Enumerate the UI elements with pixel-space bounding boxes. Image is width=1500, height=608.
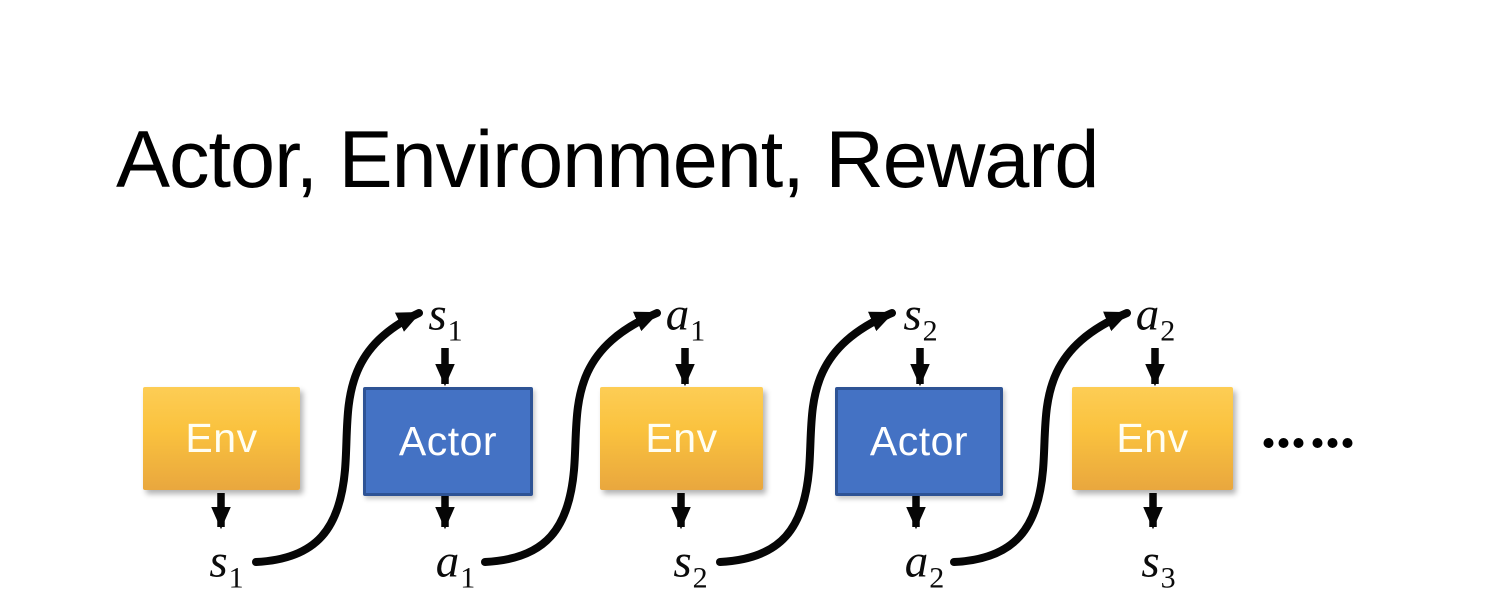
label-base: s (673, 535, 692, 588)
label-base: a (435, 535, 460, 588)
label-base: a (665, 288, 690, 341)
label-subscript: 1 (690, 314, 706, 348)
feedback-curve-arrow-s1 (252, 309, 423, 566)
slide-title: Actor, Environment, Reward (116, 115, 1099, 205)
box-label: Env (645, 415, 718, 461)
feedback-curve-arrow-a1 (481, 309, 661, 566)
bottom-label-s1: s1 (209, 535, 243, 593)
ellipsis-dot (1278, 438, 1289, 448)
label-subscript: 2 (692, 561, 708, 595)
label-subscript: 1 (460, 561, 476, 595)
actor-box-actor-1: Actor (363, 387, 533, 496)
top-label-a2: a2 (1135, 288, 1176, 346)
label-subscript: 2 (922, 314, 938, 348)
box-label: Actor (398, 418, 498, 464)
env-box-env-3: Env (1072, 387, 1233, 490)
ellipsis-dot (1293, 438, 1304, 448)
bottom-label-s2: s2 (673, 535, 707, 593)
bottom-label-s3: s3 (1141, 535, 1175, 593)
top-label-s1: s1 (428, 288, 462, 346)
label-subscript: 2 (929, 561, 945, 595)
label-base: s (1141, 535, 1160, 588)
label-base: a (1135, 288, 1160, 341)
feedback-curve-arrow-s2 (716, 309, 896, 566)
ellipsis-dot (1312, 438, 1323, 448)
label-base: s (903, 288, 922, 341)
top-label-s2: s2 (903, 288, 937, 346)
box-label: Actor (869, 418, 969, 464)
ellipsis-dots (1263, 438, 1353, 448)
label-subscript: 2 (1160, 314, 1176, 348)
label-subscript: 1 (447, 314, 463, 348)
actor-box-actor-2: Actor (835, 387, 1003, 496)
ellipsis-dot (1342, 438, 1353, 448)
label-base: a (904, 535, 929, 588)
env-box-env-1: Env (143, 387, 300, 490)
label-subscript: 3 (1160, 561, 1176, 595)
box-label: Env (1116, 415, 1189, 461)
bottom-label-a1: a1 (435, 535, 476, 593)
bottom-label-a2: a2 (904, 535, 945, 593)
ellipsis-dot (1327, 438, 1338, 448)
label-base: s (209, 535, 228, 588)
box-label: Env (185, 415, 258, 461)
env-box-env-2: Env (600, 387, 763, 490)
ellipsis-dot (1263, 438, 1274, 448)
top-label-a1: a1 (665, 288, 706, 346)
label-base: s (428, 288, 447, 341)
feedback-curve-arrow-a2 (950, 309, 1131, 566)
label-subscript: 1 (228, 561, 244, 595)
